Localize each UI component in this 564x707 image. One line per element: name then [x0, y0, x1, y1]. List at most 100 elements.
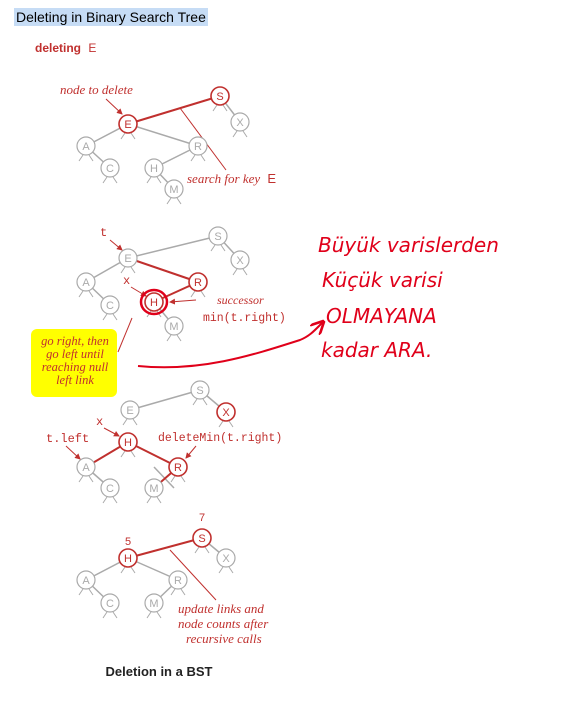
node-circle [144, 292, 164, 312]
min-call-label: min(t.right) [203, 312, 286, 325]
node-circle [120, 400, 140, 420]
node-key-label: E [126, 405, 133, 417]
node-a: A [76, 272, 96, 298]
node-circle [100, 158, 120, 178]
count-5-label: 5 [125, 536, 131, 548]
node-s: S [190, 380, 210, 406]
node-m: M [144, 478, 164, 504]
x-label-2: x [123, 274, 130, 288]
node-key-label: C [106, 300, 114, 312]
node-key-label: H [124, 437, 132, 449]
count-7-label: 7 [199, 512, 205, 524]
node-h: H [118, 432, 138, 458]
node-key-label: C [106, 598, 114, 610]
node-key-label: C [106, 163, 114, 175]
node-key-label: A [82, 141, 90, 153]
node-circle [100, 593, 120, 613]
node-circle [230, 250, 250, 270]
node-circle [118, 248, 138, 268]
node-c: C [100, 158, 120, 184]
handwritten-arrow [137, 322, 323, 369]
node-circle [76, 136, 96, 156]
figure-caption: Deletion in a BST [106, 664, 213, 679]
node-circle [216, 548, 236, 568]
node-key-label: H [150, 163, 158, 175]
node-m: M [144, 593, 164, 619]
node-key-label: A [82, 277, 90, 289]
update-line-1: update links and [178, 601, 264, 616]
node-key-label: S [198, 533, 205, 545]
node-circle [118, 548, 138, 568]
successor-circle-mark [139, 288, 169, 316]
node-key-label: R [174, 575, 182, 587]
handwritten-annotation: Büyük varislerden Küçük varisi OLMAYANA … [137, 233, 499, 369]
go-right-text: go right, then go left until reaching nu… [41, 334, 109, 387]
node-e: E [120, 400, 140, 426]
note-line-4: kadar ARA. [321, 338, 432, 362]
node-key-label: C [106, 483, 114, 495]
node-circle [144, 593, 164, 613]
node-circle [164, 179, 184, 199]
node-circle [168, 570, 188, 590]
node-key-label: A [82, 462, 90, 474]
node-circle [190, 380, 210, 400]
node-key-label: X [222, 553, 230, 565]
node-a: A [76, 136, 96, 162]
delete-min-label: deleteMin(t.right) [158, 432, 282, 445]
highlight-mark [31, 329, 117, 397]
t-left-label: t.left [46, 432, 89, 446]
go-right-line-1: go right, then [41, 334, 109, 348]
node-key-label: M [169, 321, 178, 333]
node-to-delete-label: node to delete [60, 82, 133, 97]
node-r: R [188, 136, 208, 162]
node-c: C [100, 295, 120, 321]
node-key-label: X [236, 255, 244, 267]
node-r: R [168, 570, 188, 596]
node-key-label: S [216, 91, 223, 103]
heading-prefix: deleting [35, 41, 81, 55]
successor-label: successor [217, 293, 264, 307]
window-title: Deleting in Binary Search Tree [14, 8, 208, 26]
heading-key: E [88, 41, 96, 55]
node-key-label: A [82, 575, 90, 587]
node-x: X [216, 402, 236, 428]
node-key-label: S [214, 231, 221, 243]
svg-text:search for key E: search for key E [187, 171, 276, 186]
node-r: R [168, 457, 188, 483]
node-key-label: R [194, 277, 202, 289]
node-key-label: H [124, 553, 132, 565]
node-h: H [144, 158, 164, 184]
node-s: S [192, 528, 212, 554]
node-key-label: X [222, 407, 230, 419]
node-circle [76, 457, 96, 477]
go-right-line-3: reaching null [42, 360, 109, 374]
update-line-3: recursive calls [186, 631, 262, 646]
t-label: t [100, 226, 107, 240]
x-label-3: x [96, 415, 103, 429]
go-right-line-4: left link [56, 373, 94, 387]
node-circle [76, 272, 96, 292]
node-key-label: M [149, 598, 158, 610]
node-circle [216, 402, 236, 422]
node-m: M [164, 179, 184, 205]
node-a: A [76, 570, 96, 596]
node-h: H [144, 292, 164, 318]
node-key-label: M [169, 184, 178, 196]
node-circle [188, 272, 208, 292]
node-circle [210, 86, 230, 106]
node-circle [118, 114, 138, 134]
node-circle [100, 478, 120, 498]
node-key-label: H [150, 297, 158, 309]
node-key-label: M [149, 483, 158, 495]
node-circle [188, 136, 208, 156]
node-c: C [100, 593, 120, 619]
node-circle [144, 478, 164, 498]
node-circle [164, 316, 184, 336]
node-circle [100, 295, 120, 315]
node-s: S [208, 226, 228, 252]
node-circle [192, 528, 212, 548]
node-h: H [118, 548, 138, 574]
node-circle [76, 570, 96, 590]
